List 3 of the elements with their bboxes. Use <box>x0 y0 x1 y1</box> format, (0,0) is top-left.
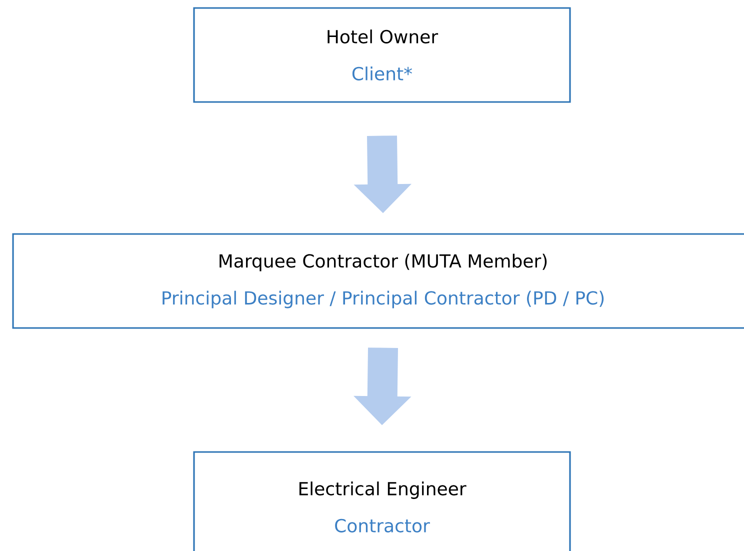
role-box: Hotel Owner Client* <box>193 7 571 103</box>
role-box: Electrical Engineer Contractor <box>193 451 571 551</box>
role-box: Marquee Contractor (MUTA Member) Principal Designer / Principal Contractor (PD / PC) <box>12 233 744 329</box>
